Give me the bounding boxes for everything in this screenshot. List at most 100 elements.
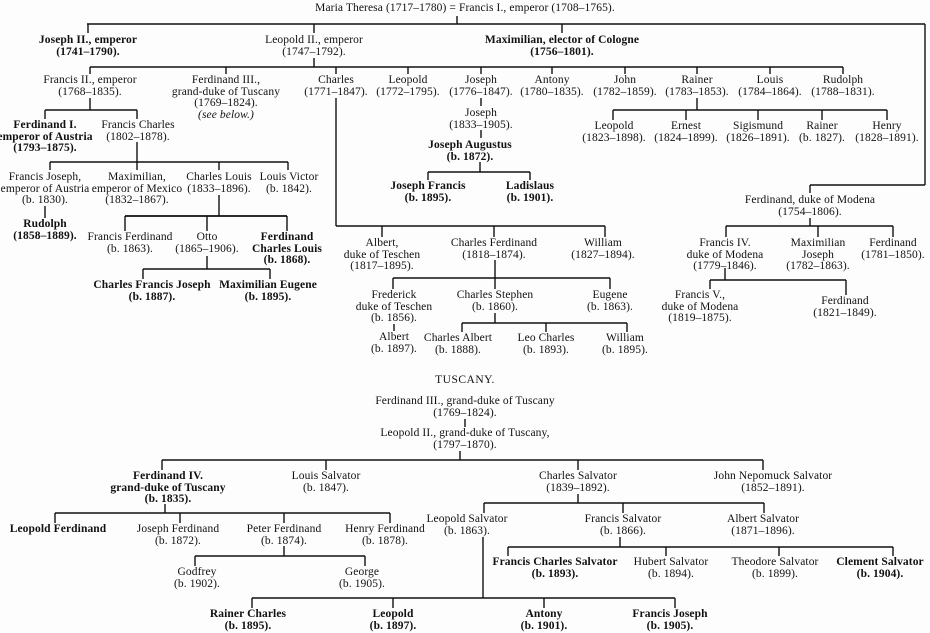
person-detail: (1784–1864). <box>738 85 802 98</box>
person-ferd3: Ferdinand III.,grand-duke of Tuscany(176… <box>172 74 280 121</box>
person-name: Ferdinand, duke of Modena <box>744 194 876 206</box>
person-leopold: Leopold(1772–1795). <box>376 74 439 98</box>
person-name: Charles <box>318 74 354 86</box>
person-t_ferd3: Ferdinand III., grand-duke of Tuscany(17… <box>375 395 554 419</box>
person-name: Francis Charles <box>101 119 175 131</box>
person-name: Charles Ferdinand <box>450 237 538 249</box>
person-josephferdinand: Joseph Ferdinand(b. 1872). <box>137 523 219 547</box>
person-detail: (1769–1824). <box>433 406 497 419</box>
person-detail: (b. 1897). <box>369 619 417 632</box>
person-name: Maximilian <box>790 237 846 249</box>
person-detail: emperor of Austria <box>0 130 93 143</box>
person-rudolph2: Rudolph(1858–1889). <box>13 218 76 242</box>
person-name: Ernest <box>671 120 701 132</box>
person-detail: (b. 1895). <box>404 191 452 204</box>
person-name: Leopold Salvator <box>426 513 508 525</box>
person-peterferdinand: Peter Ferdinand(b. 1874). <box>247 523 322 547</box>
person-name: Maximilian, elector of Cologne <box>484 34 640 46</box>
person-detail: (b. 1893). <box>522 343 570 356</box>
person-detail: (1768–1835). <box>58 85 122 98</box>
person-detail: (b. 1897). <box>370 342 418 355</box>
person-detail: (b. 1887). <box>128 290 176 303</box>
person-name: Joseph <box>465 107 497 119</box>
person-name: Ladislaus <box>505 180 555 192</box>
person-detail: (b. 1872). <box>154 534 202 547</box>
person-francissalvator: Francis Salvator(b. 1866). <box>584 513 662 537</box>
person-detail: (1756–1801). <box>530 45 594 58</box>
person-charlesfrancisjoseph: Charles Francis Joseph(b. 1887). <box>93 279 211 303</box>
person-name: Ferdinand <box>260 231 314 243</box>
person-name: William <box>584 237 622 249</box>
person-name: Henry <box>872 120 902 132</box>
person-name: TUSCANY. <box>435 374 495 386</box>
person-francis5: Francis V.,duke of Modena(1819–1875). <box>662 289 739 325</box>
person-name: Henry Ferdinand <box>345 523 425 535</box>
person-name: Charles Albert <box>423 332 493 344</box>
person-leopoldsalvator: Leopold Salvator(b. 1863). <box>426 513 508 537</box>
person-charleslouis: Charles Louis(1833–1896). <box>186 171 252 195</box>
person-francischarles: Francis Charles(1802–1878). <box>101 119 175 143</box>
person-detail: duke of Teschen <box>343 248 421 261</box>
person-name: Ferdinand <box>821 295 869 307</box>
person-root: Maria Theresa (1717–1780) = Francis I., … <box>315 2 615 15</box>
person-name: Charles Stephen <box>456 289 534 301</box>
person-detail: (1833–1896). <box>187 182 251 195</box>
person-henryferdinand: Henry Ferdinand(b. 1878). <box>345 523 425 547</box>
person-antony: Antony(1780–1835). <box>520 74 584 98</box>
person-josephfrancis: Joseph Francis(b. 1895). <box>390 180 465 204</box>
person-name: Leopold Ferdinand <box>9 523 107 535</box>
person-francisjoseph1905: Francis Joseph(b. 1905). <box>632 608 708 632</box>
person-name: Louis Victor <box>259 171 319 183</box>
person-name: Leopold <box>372 608 414 620</box>
person-name: Eugene <box>592 289 628 301</box>
person-name: Leopold II., emperor <box>265 34 363 46</box>
person-detail: (1824–1899). <box>654 131 718 144</box>
person-name: Francis Joseph, <box>8 171 82 183</box>
person-detail: (1793–1875). <box>13 142 77 155</box>
person-detail: (1779–1846). <box>693 260 757 273</box>
person-detail: (1782–1859). <box>593 85 657 98</box>
person-detail: duke of Teschen <box>355 300 433 313</box>
person-detail: (1780–1835). <box>520 85 584 98</box>
person-louis: Louis(1784–1864). <box>738 74 802 98</box>
person-detail: (b. 1863). <box>443 524 491 537</box>
person-detail: (1823–1898). <box>582 131 646 144</box>
person-name: Hubert Salvator <box>633 556 709 568</box>
person-name: George <box>344 566 380 578</box>
person-detail: (1747–1792). <box>282 45 346 58</box>
person-name: Joseph II., emperor <box>38 34 138 46</box>
person-name: Charles Francis Joseph <box>93 279 211 291</box>
person-albert1897: Albert(b. 1897). <box>370 331 418 355</box>
person-name: Francis Salvator <box>584 513 662 525</box>
person-detail: (b. 1860). <box>471 300 519 313</box>
person-detail: Charles Louis <box>252 242 322 255</box>
person-name: Maximilian Eugene <box>219 279 317 291</box>
person-detail: (b. 1893). <box>531 567 579 580</box>
person-name: Albert, <box>365 237 399 249</box>
person-joseph2: Joseph II., emperor(1741–1790). <box>38 34 138 58</box>
person-eugene: Eugene(b. 1863). <box>587 289 633 313</box>
person-detail: (b. 1895). <box>224 619 272 632</box>
person-francisjoseph: Francis Joseph,emperor of Austria(b. 183… <box>1 171 90 207</box>
person-name: Ferdinand IV. <box>132 470 204 482</box>
person-ferd1: Ferdinand I.emperor of Austria(1793–1875… <box>0 119 93 155</box>
person-detail: (b. 1874). <box>260 534 308 547</box>
person-william2: William(b. 1895). <box>602 332 648 356</box>
person-name: Francis Joseph <box>632 608 708 620</box>
person-name: Maximilian, <box>108 171 166 183</box>
person-detail: (b. 1901). <box>506 191 554 204</box>
person-name: Leo Charles <box>517 332 575 344</box>
person-detail: (b. 1835). <box>144 493 192 506</box>
person-francis2: Francis II., emperor(1768–1835). <box>43 74 136 98</box>
person-detail: (b. 1827). <box>798 131 846 144</box>
person-rainer: Rainer(1783–1853). <box>665 74 728 98</box>
person-detail: (b. 1872). <box>446 150 494 163</box>
person-detail: (1754–1806). <box>778 205 842 218</box>
person-name: Ferdinand I. <box>13 119 77 131</box>
person-name: Rainer <box>806 120 838 132</box>
person-detail: (1827–1894). <box>571 248 635 261</box>
person-joseph: Joseph(1776–1847). <box>449 74 512 98</box>
person-r_sigismund: Sigismund(1826–1891). <box>726 120 789 144</box>
